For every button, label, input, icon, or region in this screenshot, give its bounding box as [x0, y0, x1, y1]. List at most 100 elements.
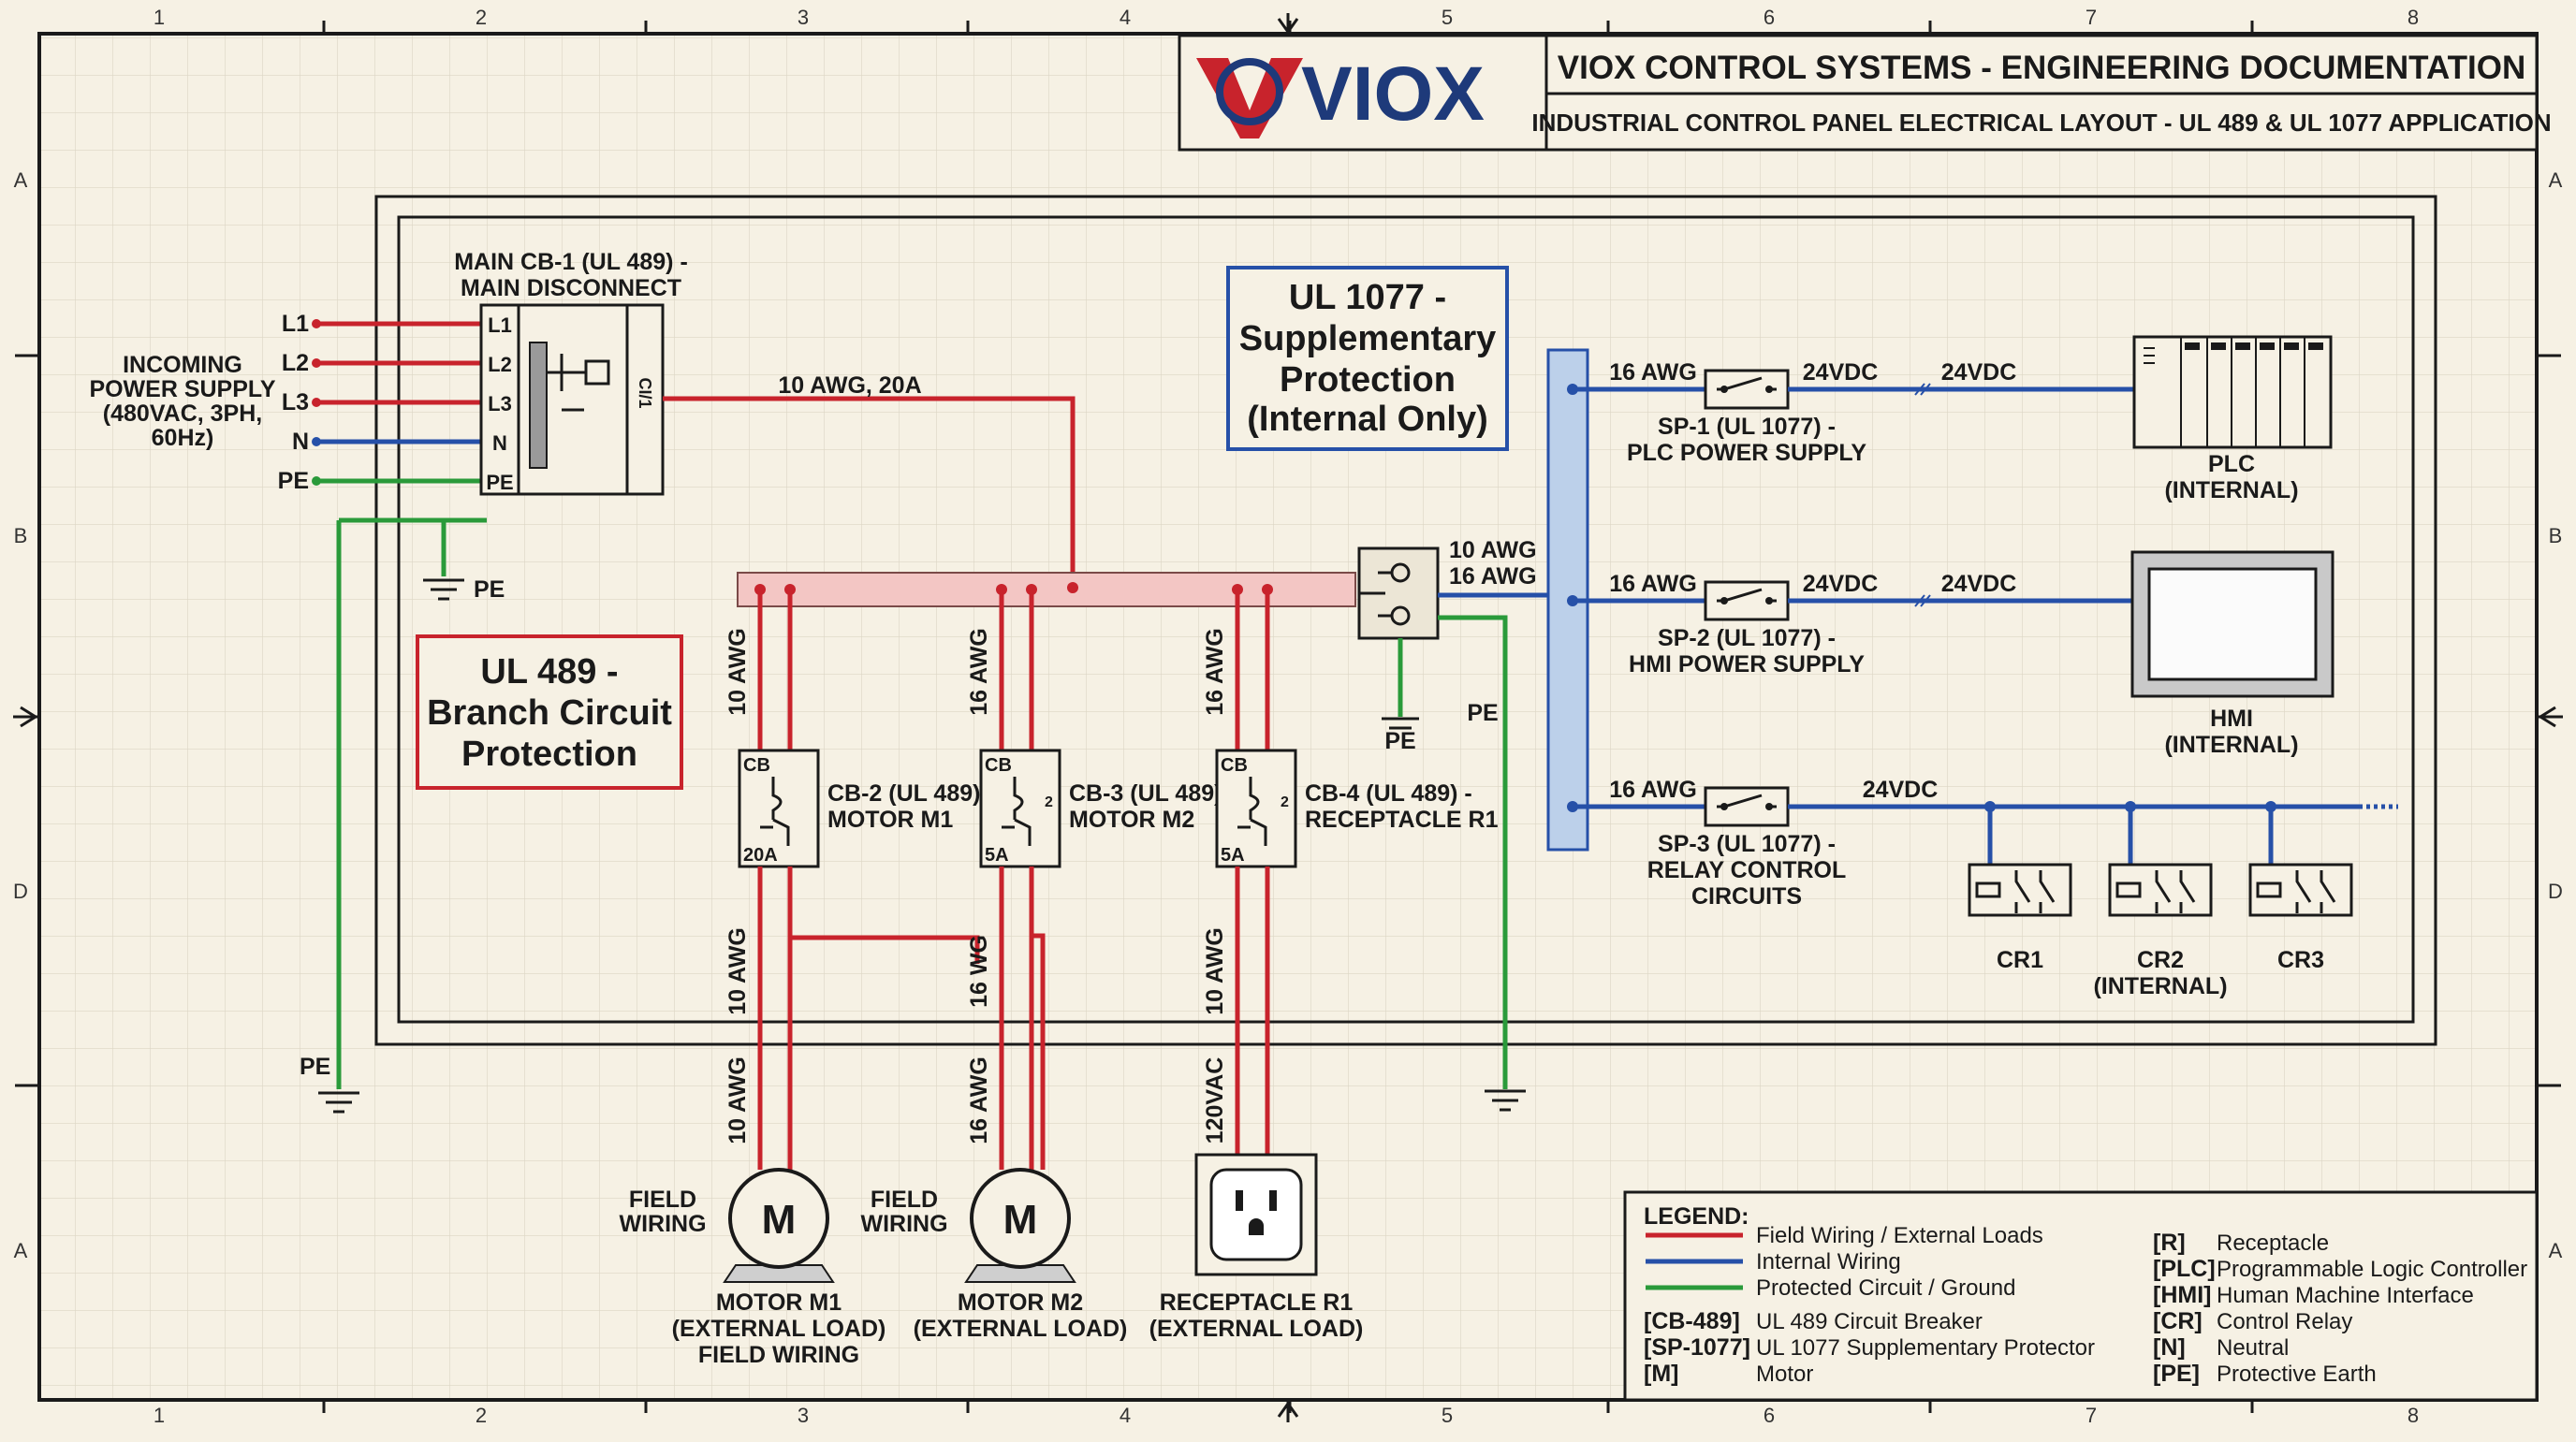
title-block: VIOX VIOX CONTROL SYSTEMS - ENGINEERING … — [1178, 34, 2552, 152]
legend-code-text-1: UL 489 Circuit Breaker — [1756, 1309, 1983, 1334]
legend-abbrev-text-6: Protective Earth — [2217, 1362, 2377, 1387]
cb-3-label-2: MOTOR M2 — [1069, 807, 1194, 833]
legend-code-text-3: Motor — [1756, 1362, 1813, 1387]
relay-cr2: CR2(INTERNAL) — [2093, 801, 2228, 999]
relay-cr1-label-1: CR1 — [1997, 947, 2043, 973]
ul1077-callout: UL 1077 - Supplementary Protection (Inte… — [1226, 266, 1509, 451]
sp-2-label-1: SP-2 (UL 1077) - — [1658, 625, 1836, 651]
zone-row-right-0: A — [2549, 168, 2563, 192]
hmi-label-1: HMI — [2210, 706, 2253, 732]
line-label-l1: L1 — [282, 311, 309, 337]
legend: LEGEND: Field Wiring / External LoadsInt… — [1623, 1190, 2539, 1402]
relay-cr1: CR1 — [1968, 801, 2072, 973]
branch-1-lower-gauge: 10 AWG — [724, 927, 751, 1015]
sp-1-protector — [1704, 369, 1790, 410]
line-label-l3: L3 — [282, 389, 309, 415]
ground-symbol-4 — [1485, 1089, 1526, 1112]
legend-line-text-3: Protected Circuit / Ground — [1756, 1275, 2015, 1301]
branch-1-load-label-3: FIELD WIRING — [698, 1342, 859, 1368]
zone-col-top-5: 5 — [1442, 6, 1453, 29]
sp-2-voltage-out: 24VDC — [1941, 571, 2017, 597]
ground-symbol-2 — [318, 1091, 359, 1114]
main-breaker-cb1: MAIN CB-1 (UL 489) - MAIN DISCONNECT L1 … — [454, 249, 688, 496]
main-cb-terminal-pe: PE — [486, 471, 513, 494]
cb-3-pole-mark: 2 — [1045, 794, 1053, 810]
zone-col-bottom-6: 6 — [1764, 1404, 1775, 1427]
main-cb-label-1: MAIN CB-1 (UL 489) - — [454, 249, 688, 275]
branch-1-load-label-2: (EXTERNAL LOAD) — [672, 1316, 886, 1342]
branch-3-field-gauge: 120VAC — [1202, 1057, 1228, 1144]
zone-col-top-6: 6 — [1764, 6, 1775, 29]
legend-code-2: [SP-1077] — [1644, 1334, 1750, 1361]
line-label-n: N — [292, 429, 309, 455]
zone-col-top-3: 3 — [798, 6, 809, 29]
incoming-label-4: 60Hz) — [152, 425, 214, 451]
legend-line-text-2: Internal Wiring — [1756, 1249, 1901, 1274]
sp-3-label-1: SP-3 (UL 1077) - — [1658, 831, 1836, 857]
main-cb-operating-handle — [529, 342, 548, 469]
ground-symbol-3 — [1382, 717, 1419, 730]
legend-code-text-2: UL 1077 Supplementary Protector — [1756, 1335, 2095, 1361]
cb-4-label-2: RECEPTACLE R1 — [1305, 807, 1499, 833]
main-cb-terminal-l3: L3 — [488, 392, 512, 415]
zone-row-left-2: D — [13, 880, 28, 903]
main-cb-label-2: MAIN DISCONNECT — [461, 275, 681, 301]
motor-m1: M — [723, 1168, 835, 1283]
cb-2-label-2: MOTOR M1 — [827, 807, 953, 833]
plc-label-1: PLC — [2208, 451, 2255, 477]
cb-3-tag: CB — [985, 755, 1012, 776]
legend-abbrev-text-2: Programmable Logic Controller — [2217, 1257, 2527, 1282]
legend-abbrev-5: [N] — [2153, 1334, 2186, 1361]
sp-1-label-2: PLC POWER SUPPLY — [1627, 440, 1866, 466]
branch-2-field-note-2: WIRING — [860, 1211, 947, 1237]
branch-2-load-label-2: (EXTERNAL LOAD) — [914, 1316, 1128, 1342]
logo-text: VIOX — [1301, 51, 1485, 137]
branch-2-field-gauge: 16 AWG — [966, 1056, 992, 1144]
pe-grounds: PE PE — [300, 517, 505, 1114]
legend-abbrev-text-3: Human Machine Interface — [2217, 1283, 2474, 1308]
hmi-label-2: (INTERNAL) — [2164, 732, 2298, 758]
sp-3-voltage-in: 24VDC — [1863, 777, 1939, 803]
zone-col-bottom-3: 3 — [798, 1404, 809, 1427]
cb-4-label-1: CB-4 (UL 489) - — [1305, 780, 1472, 807]
zone-row-right-3: A — [2549, 1239, 2563, 1262]
branch-1-field-note-1: FIELD — [629, 1187, 696, 1213]
zone-col-bottom-5: 5 — [1442, 1404, 1453, 1427]
panel-enclosure-outer — [374, 195, 2437, 1046]
sp-2-gauge: 16 AWG — [1609, 571, 1697, 597]
zone-col-top-2: 2 — [476, 6, 487, 29]
legend-line-text-1: Field Wiring / External Loads — [1756, 1223, 2043, 1248]
legend-abbrev-text-5: Neutral — [2217, 1335, 2289, 1361]
zone-row-right-1: B — [2549, 524, 2563, 547]
plc-device: PLC(INTERNAL) — [2132, 335, 2333, 503]
cb-2-label-1: CB-2 (UL 489) - — [827, 780, 995, 807]
branch-2-upper-gauge: 16 AWG — [966, 628, 992, 716]
branch-3-lower-gauge: 10 AWG — [1202, 927, 1228, 1015]
branch-2-load-label-1: MOTOR M2 — [958, 1289, 1083, 1316]
sp-2-voltage-in: 24VDC — [1803, 571, 1879, 597]
sp-1-label-1: SP-1 (UL 1077) - — [1658, 414, 1836, 440]
legend-abbrev-text-4: Control Relay — [2217, 1309, 2352, 1334]
branch-2-field-note-1: FIELD — [871, 1187, 938, 1213]
hmi-device: HMI(INTERNAL) — [2130, 550, 2334, 758]
incoming-label-3: (480VAC, 3PH, — [103, 401, 262, 427]
branch-1-field-gauge: 10 AWG — [724, 1056, 751, 1144]
main-cb-side-text: CI/1 — [636, 377, 654, 408]
incoming-supply: INCOMING POWER SUPPLY (480VAC, 3PH, 60Hz… — [89, 311, 487, 494]
zone-col-bottom-2: 2 — [476, 1404, 487, 1427]
main-cb-terminal-n: N — [492, 431, 507, 455]
main-cb-terminal-l2: L2 — [488, 353, 512, 376]
sp-1-gauge: 16 AWG — [1609, 359, 1697, 386]
cb-4-tag: CB — [1221, 755, 1248, 776]
plc-label-2: (INTERNAL) — [2164, 477, 2298, 503]
zone-col-top-8: 8 — [2408, 6, 2419, 29]
main-feeder-wire — [663, 396, 1076, 588]
zone-col-bottom-8: 8 — [2408, 1404, 2419, 1427]
